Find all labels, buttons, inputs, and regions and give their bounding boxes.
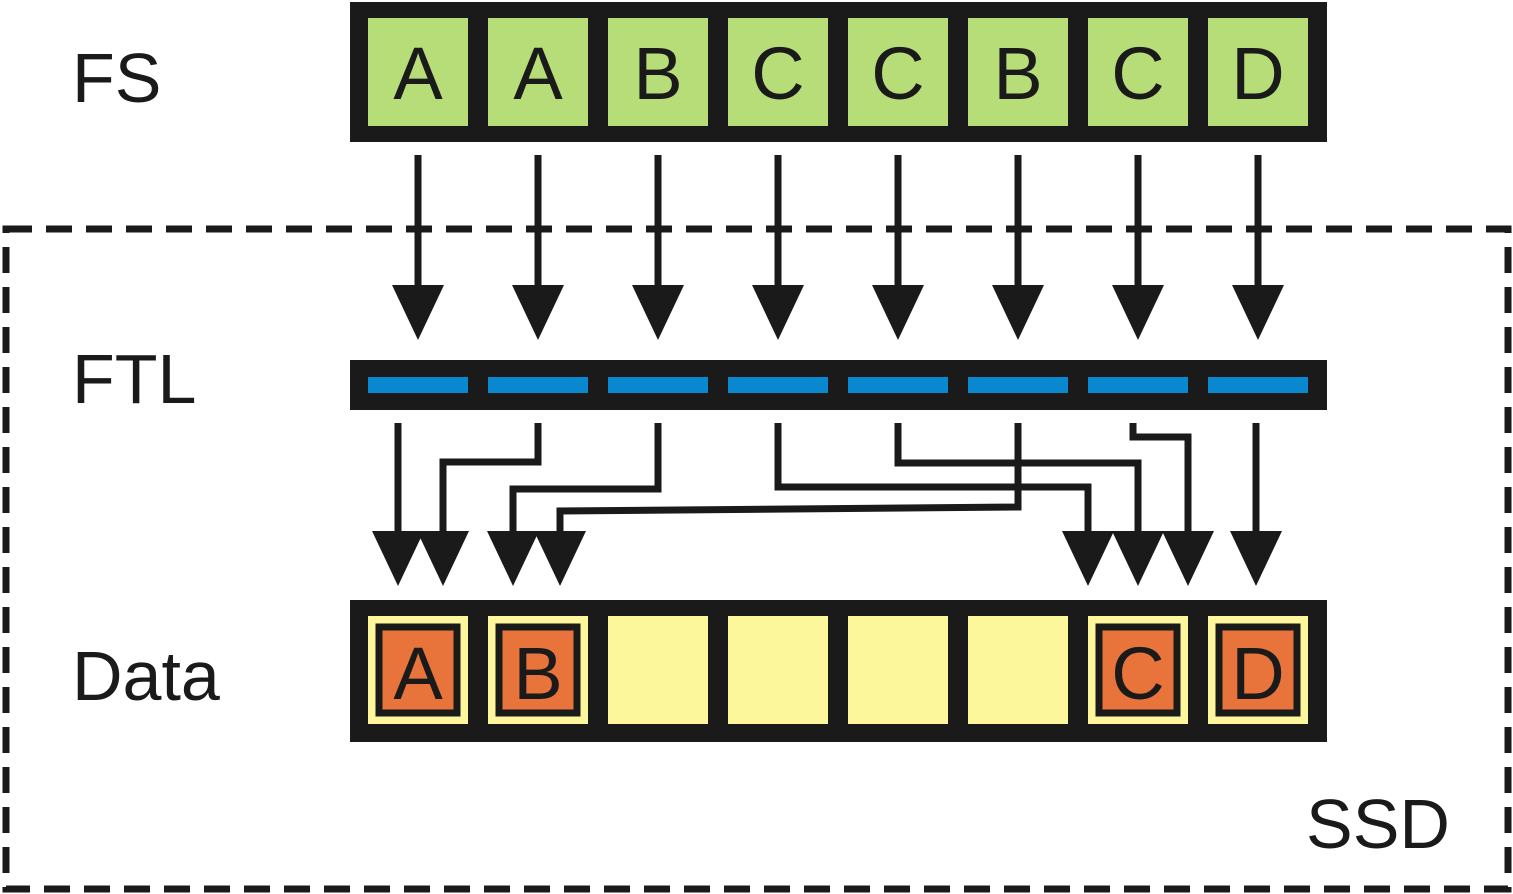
fs-block-letter: B bbox=[993, 32, 1042, 115]
arrowhead bbox=[752, 285, 804, 340]
fs-block-letter: B bbox=[633, 32, 682, 115]
fs-block: C bbox=[848, 18, 948, 126]
fs-block-letter: D bbox=[1231, 32, 1284, 115]
fs-block: A bbox=[368, 18, 468, 126]
data-block-fill bbox=[728, 616, 828, 724]
data-block-stored bbox=[1215, 623, 1301, 717]
arrowhead bbox=[1062, 531, 1114, 586]
arrowhead bbox=[372, 531, 424, 586]
fs-block-letter: A bbox=[393, 32, 443, 115]
data-block-fill bbox=[608, 616, 708, 724]
arrowheads bbox=[372, 285, 1284, 586]
arrowhead bbox=[1112, 531, 1164, 586]
fs-label: FS bbox=[72, 39, 161, 117]
fs-block-letter: C bbox=[1111, 32, 1164, 115]
data-block-stored bbox=[375, 623, 461, 717]
data-block-fill bbox=[848, 616, 948, 724]
arrowhead bbox=[872, 285, 924, 340]
ftl-to-data-arrow bbox=[439, 423, 542, 540]
data-block-letter: C bbox=[1111, 632, 1164, 715]
data-block bbox=[848, 616, 948, 724]
data-block bbox=[608, 616, 708, 724]
data-block: B bbox=[488, 616, 588, 724]
ftl-entry bbox=[968, 377, 1068, 393]
data-block: D bbox=[1208, 616, 1308, 724]
ssd-label: SSD bbox=[1306, 785, 1450, 863]
data-block-fill bbox=[968, 616, 1068, 724]
ftl-entry bbox=[848, 377, 948, 393]
arrowhead bbox=[632, 285, 684, 340]
data-block bbox=[728, 616, 828, 724]
arrowhead bbox=[534, 531, 586, 586]
fs-block: D bbox=[1208, 18, 1308, 126]
arrowhead bbox=[417, 531, 469, 586]
arrowhead bbox=[487, 531, 539, 586]
fs-block: A bbox=[488, 18, 588, 126]
data-block-letter: D bbox=[1231, 632, 1284, 715]
ftl-entry bbox=[728, 377, 828, 393]
data-block: A bbox=[368, 616, 468, 724]
fs-block-fill bbox=[368, 18, 468, 126]
fs-block-letter: C bbox=[751, 32, 804, 115]
data-block-letter: A bbox=[393, 632, 443, 715]
data-block-letter: B bbox=[513, 632, 562, 715]
fs-block: B bbox=[608, 18, 708, 126]
fs-block-fill bbox=[848, 18, 948, 126]
ftl-label: FTL bbox=[72, 340, 196, 418]
ftl-entry bbox=[1208, 377, 1308, 393]
ftl-to-data-arrow bbox=[556, 423, 1022, 540]
ftl-entry bbox=[608, 377, 708, 393]
mapping-arrows bbox=[394, 155, 1262, 540]
data-block-stored bbox=[495, 623, 581, 717]
ftl-to-data-arrow bbox=[774, 423, 1092, 540]
fs-block: C bbox=[1088, 18, 1188, 126]
ftl-to-data-arrow bbox=[509, 423, 662, 540]
ftl-to-data-arrow bbox=[1129, 423, 1192, 540]
data-block bbox=[968, 616, 1068, 724]
fs-block-fill bbox=[488, 18, 588, 126]
fs-block-fill bbox=[728, 18, 828, 126]
arrowhead bbox=[992, 285, 1044, 340]
fs-block: B bbox=[968, 18, 1068, 126]
arrowhead bbox=[1162, 531, 1214, 586]
ftl-entries bbox=[368, 377, 1308, 393]
arrowhead bbox=[1230, 531, 1282, 586]
arrowhead bbox=[512, 285, 564, 340]
fs-block-fill bbox=[968, 18, 1068, 126]
data-label: Data bbox=[72, 637, 220, 715]
data-block-stored bbox=[1095, 623, 1181, 717]
fs-block-fill bbox=[1208, 18, 1308, 126]
arrowhead bbox=[1112, 285, 1164, 340]
fs-block-letter: A bbox=[513, 32, 563, 115]
fs-block-fill bbox=[608, 18, 708, 126]
arrowhead bbox=[392, 285, 444, 340]
fs-block: C bbox=[728, 18, 828, 126]
ftl-entry bbox=[1088, 377, 1188, 393]
arrowhead bbox=[1232, 285, 1284, 340]
fs-block-fill bbox=[1088, 18, 1188, 126]
ssd-boundary bbox=[2, 225, 1512, 893]
ftl-entry bbox=[488, 377, 588, 393]
fs-block-letter: C bbox=[871, 32, 924, 115]
data-block: C bbox=[1088, 616, 1188, 724]
ftl-entry bbox=[368, 377, 468, 393]
